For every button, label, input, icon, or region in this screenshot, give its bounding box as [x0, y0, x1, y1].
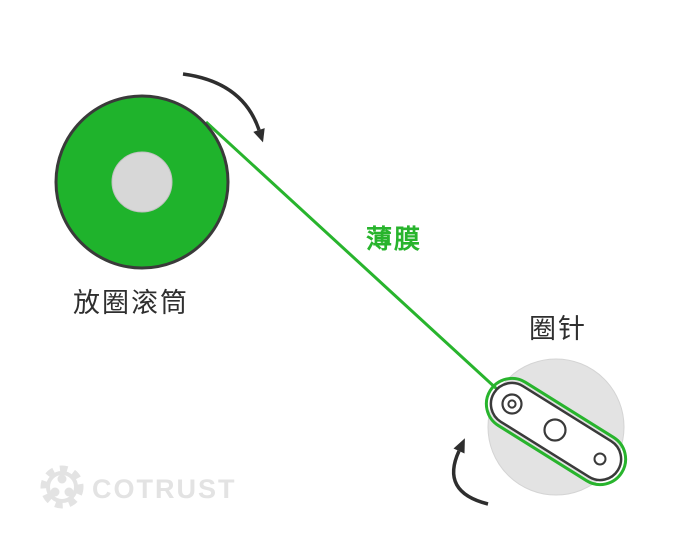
roller-rotation-arrow-icon	[182, 72, 265, 143]
label-film: 薄膜	[366, 224, 423, 254]
watermark-text: COTRUST	[92, 474, 237, 504]
label-unwind-roller: 放圈滚筒	[73, 288, 189, 318]
label-loop-needle: 圈针	[529, 314, 587, 344]
needle-bar-grommet-outer	[501, 393, 523, 415]
film-line	[204, 120, 501, 393]
needle-rotation-arrow-icon	[451, 438, 489, 506]
gear-icon	[40, 465, 84, 509]
needle-bar-end-hole	[593, 452, 607, 466]
roller-hub	[111, 151, 173, 213]
film-wrap-outline	[484, 376, 628, 487]
needle-bar-center-hole	[543, 418, 567, 442]
needle-bar-grommet-inner	[507, 399, 517, 409]
